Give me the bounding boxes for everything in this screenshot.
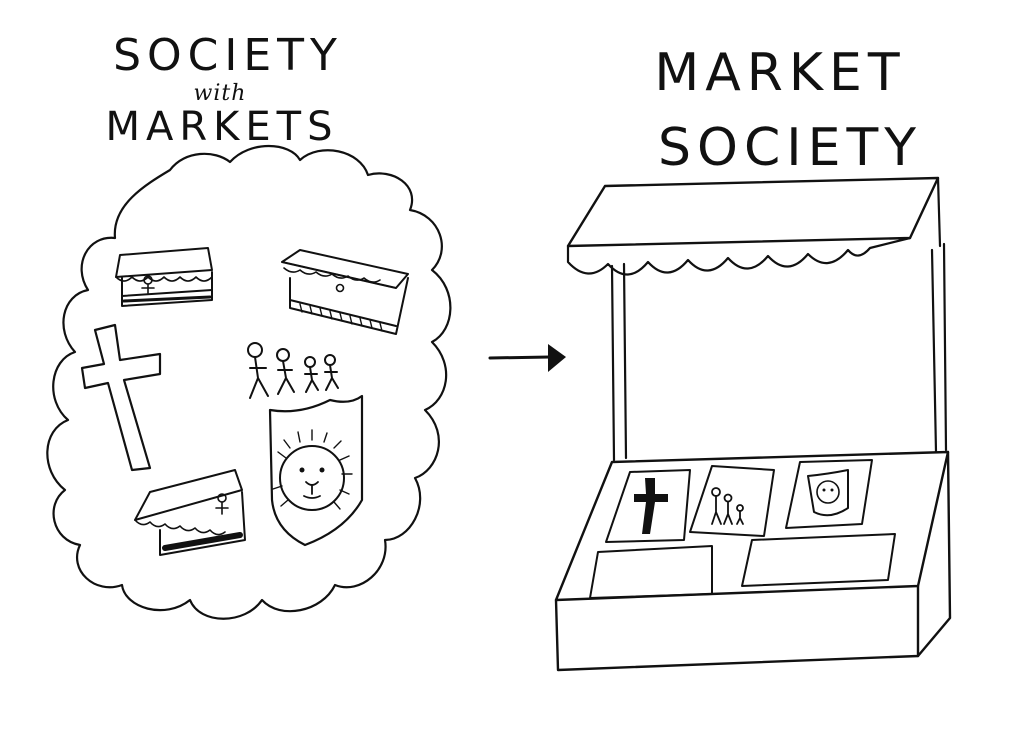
right-title-line1: MARKET — [654, 43, 905, 103]
cross-icon — [80, 323, 162, 472]
right-title-line2: SOCIETY — [658, 118, 922, 178]
left-title: SOCIETY with MARKETS — [106, 30, 343, 150]
left-title-line1: SOCIETY — [113, 30, 343, 81]
stall-card-cross — [605, 469, 691, 543]
stall-card-people — [689, 465, 775, 537]
market-stall-2 — [281, 249, 409, 335]
people-family-icon — [247, 342, 339, 399]
stall-card-lion — [785, 459, 873, 529]
left-title-line2: with — [194, 81, 247, 106]
lion-shield-icon — [268, 394, 364, 547]
market-stall-3 — [134, 469, 246, 556]
society-cloud-outline — [46, 144, 452, 620]
market-stall-1 — [115, 247, 213, 307]
market-society-stall — [554, 176, 952, 672]
left-title-line3: MARKETS — [106, 104, 339, 150]
arrow-right-icon — [488, 344, 566, 372]
right-title: MARKET SOCIETY — [654, 43, 922, 178]
